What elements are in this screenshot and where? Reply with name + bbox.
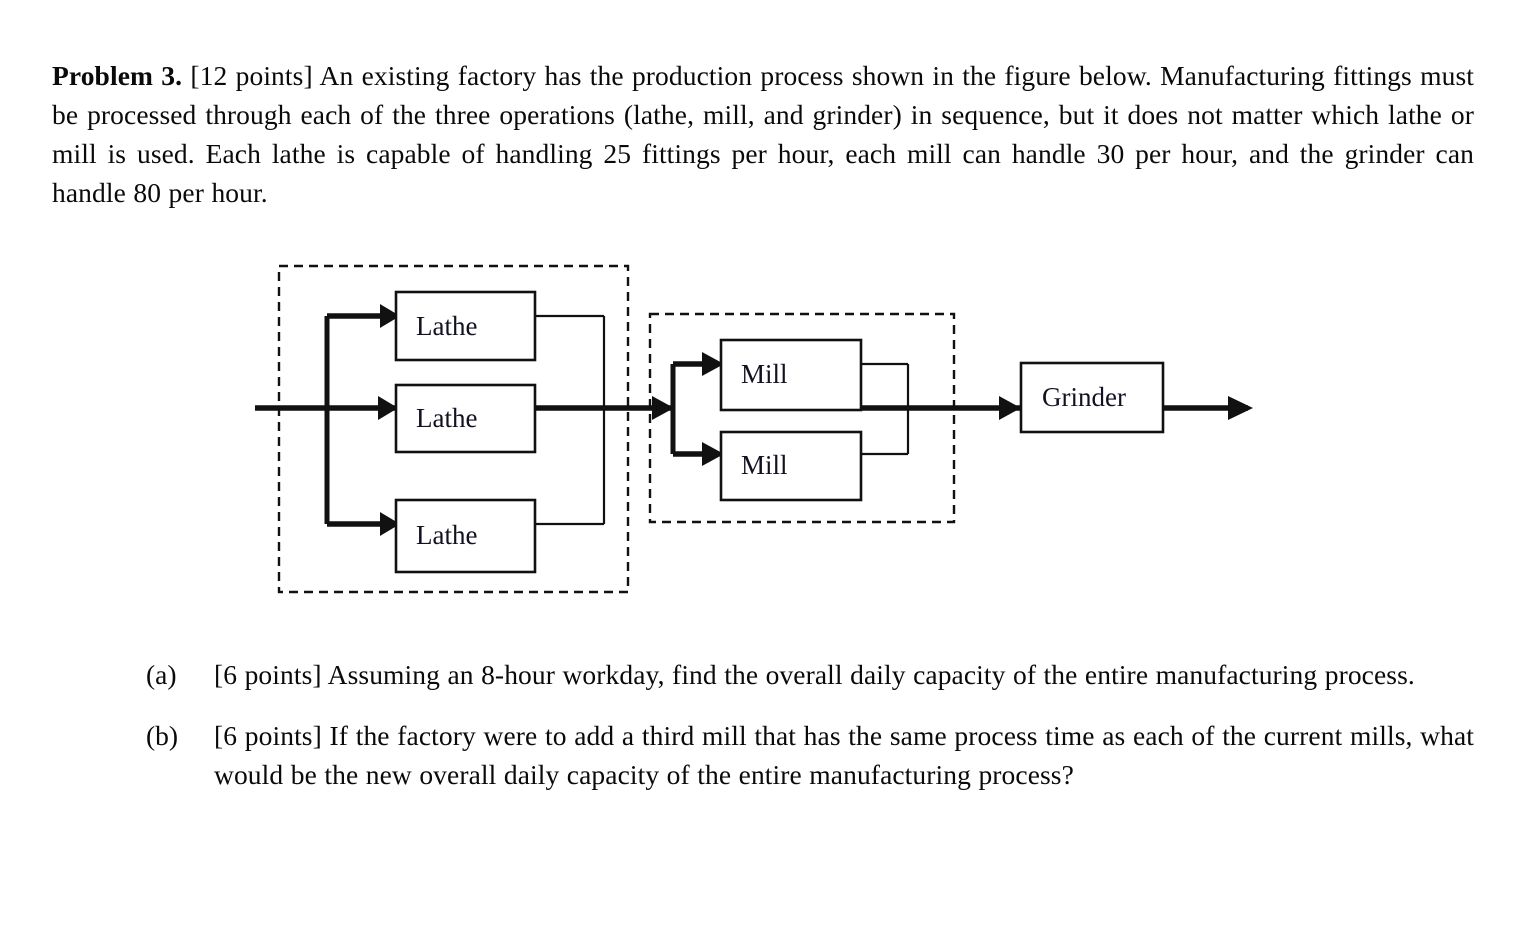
mill-box-2-label: Mill xyxy=(741,450,788,480)
mill-box-2 xyxy=(719,430,863,502)
grinder-box-label: Grinder xyxy=(1042,382,1126,412)
lathe-group-boundary xyxy=(277,264,630,594)
lathe-arrowhead-3 xyxy=(380,512,400,536)
question-b-marker: (b) xyxy=(146,719,179,751)
mill-output-arrowhead xyxy=(999,396,1021,420)
question-a-text: [6 points] Assuming an 8-hour workday, f… xyxy=(214,659,1415,690)
lathe-box-3 xyxy=(394,498,537,574)
lathe-arrowhead-2 xyxy=(378,396,398,420)
mill-group-boundary xyxy=(648,312,956,524)
lathe-box-3-label: Lathe xyxy=(416,520,477,550)
grinder-output-arrowhead xyxy=(1228,396,1253,420)
question-b-text: [6 points] If the factory were to add a … xyxy=(214,719,1474,791)
grinder-box xyxy=(1019,361,1165,434)
problem-lead: Problem 3. xyxy=(52,59,183,91)
problem-points: [12 points] xyxy=(190,59,313,91)
question-item-b: (b) [6 points] If the factory were to ad… xyxy=(146,716,1474,795)
lathe-arrowhead-1 xyxy=(380,304,400,328)
mill-box-1 xyxy=(719,338,863,412)
lathe-box-2 xyxy=(394,383,537,454)
mill-arrowhead-2 xyxy=(702,442,724,466)
lathe-output-arrowhead xyxy=(652,396,674,420)
mill-box-1-label: Mill xyxy=(741,359,788,389)
lathe-box-1-label: Lathe xyxy=(416,311,477,341)
mill-arrowhead-1 xyxy=(702,352,724,376)
question-item-a: (a) [6 points] Assuming an 8-hour workda… xyxy=(146,655,1474,695)
question-a-marker: (a) xyxy=(146,659,177,690)
process-flow-figure: Lathe Lathe Lathe Mill Mill xyxy=(0,248,1540,618)
problem-statement: Problem 3. [12 points] An existing facto… xyxy=(52,56,1474,212)
lathe-box-1 xyxy=(394,290,537,362)
problem-body: An existing factory has the production p… xyxy=(52,59,1474,208)
lathe-box-2-label: Lathe xyxy=(416,403,477,433)
question-list: (a) [6 points] Assuming an 8-hour workda… xyxy=(146,655,1474,816)
